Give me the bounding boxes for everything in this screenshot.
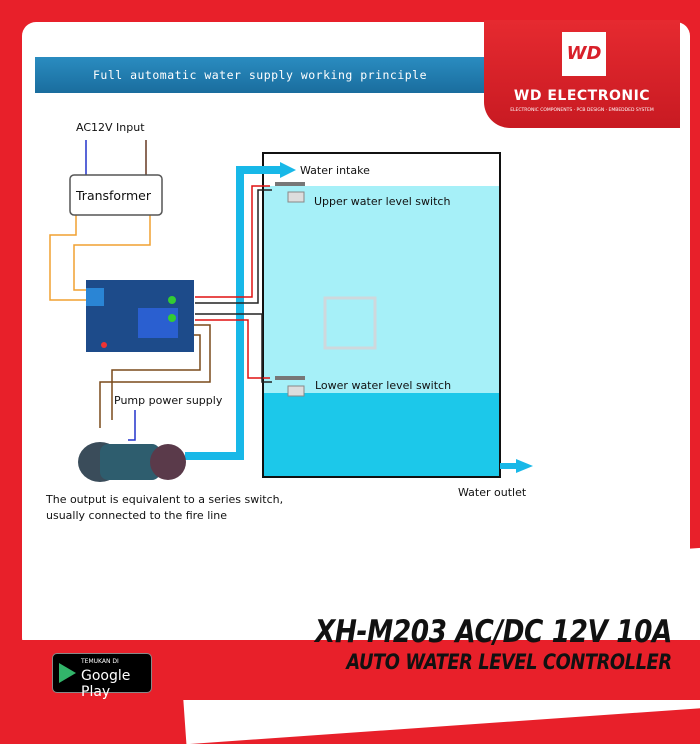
water-level-diagram: AC12V Input Transformer Water intake Upp… — [45, 121, 533, 522]
ac-input-label: AC12V Input — [76, 121, 145, 134]
water-upper — [264, 186, 500, 393]
transformer-wires — [49, 215, 151, 301]
water-outlet-label: Water outlet — [458, 486, 527, 499]
pump-supply-label: Pump power supply — [114, 394, 223, 407]
pump-head-icon — [150, 444, 186, 480]
pump-wires — [99, 324, 211, 428]
upper-switch-label: Upper water level switch — [314, 195, 450, 208]
diagram-banner: Full automatic water supply working prin… — [35, 57, 485, 93]
intake-arrow-icon — [280, 162, 296, 178]
water-lower — [264, 393, 500, 477]
output-note-line1: The output is equivalent to a series swi… — [45, 493, 283, 506]
badge-big-text: Google Play — [81, 668, 131, 700]
chip-icon: WD — [562, 32, 606, 76]
water-intake-label: Water intake — [300, 164, 370, 177]
watermark-logo — [323, 296, 377, 350]
lower-float-icon — [287, 385, 305, 397]
sensor-wires-black — [195, 189, 272, 383]
badge-small-text: TEMUKAN DI — [81, 658, 119, 665]
transformer-box — [69, 174, 163, 216]
brand-name: WD ELECTRONIC — [513, 88, 651, 104]
relay-icon — [138, 308, 178, 338]
transformer-label: Transformer — [75, 188, 152, 203]
brand-logo: WD WD ELECTRONIC ELECTRONIC COMPONENTS ·… — [484, 20, 680, 128]
lower-switch-label: Lower water level switch — [315, 379, 451, 392]
water-tank — [262, 152, 501, 478]
lower-switch-bar — [275, 376, 305, 380]
product-title: XH-M203 AC/DC 12V 10A — [314, 614, 672, 650]
output-note-line2: usually connected to the fire line — [46, 509, 227, 522]
outlet-arrow-icon — [516, 459, 533, 473]
play-store-icon — [59, 663, 76, 683]
upper-switch-bar — [275, 182, 305, 186]
product-subtitle: AUTO WATER LEVEL CONTROLLER — [346, 650, 673, 674]
upper-float-icon — [287, 191, 305, 203]
logo-mark: WD — [566, 43, 602, 64]
brand-tagline: ELECTRONIC COMPONENTS · PCB DESIGN · EMB… — [510, 108, 654, 113]
sensor-wires-red — [195, 185, 270, 379]
intake-pipe — [185, 166, 282, 460]
google-play-badge[interactable]: TEMUKAN DI Google Play — [52, 653, 152, 700]
